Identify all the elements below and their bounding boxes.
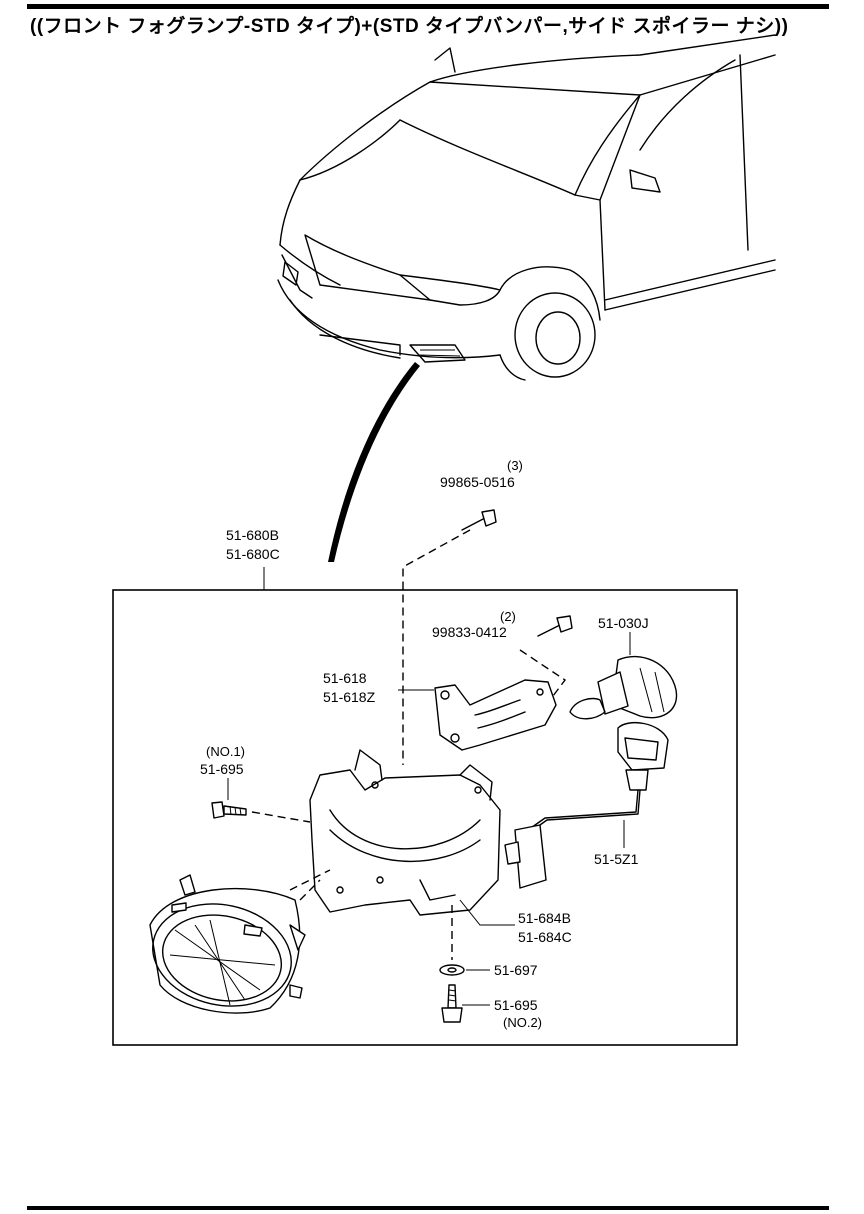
bolt-no2-icon xyxy=(441,984,463,1023)
diagram-header: ((フロント フォグランプ-STD タイプ)+(STD タイプバンパー,サイド … xyxy=(30,16,789,37)
bulb-part: 51-030J xyxy=(598,615,649,631)
screw-top-path xyxy=(402,529,471,765)
lamp-path xyxy=(289,869,331,891)
bulb-icon xyxy=(569,655,678,720)
bolt-no2-note: (NO.2) xyxy=(503,1015,542,1030)
screw-bracket-part: 99833-0412 xyxy=(432,624,507,640)
bottom-rule xyxy=(27,1206,829,1210)
washer-icon xyxy=(439,964,465,976)
bracket-icon xyxy=(434,679,557,751)
washer-part: 51-697 xyxy=(494,962,538,978)
housing-bracket-icon xyxy=(309,749,501,916)
lamp-path-2 xyxy=(299,879,321,901)
assembly-part-1: 51-680B xyxy=(226,527,279,543)
screw-top-part: 99865-0516 xyxy=(440,474,515,490)
screw-top-qty: (3) xyxy=(507,458,523,473)
socket-part: 51-5Z1 xyxy=(594,851,639,867)
bolt-no1-part: 51-695 xyxy=(200,761,244,777)
bolt-no1-note: (NO.1) xyxy=(206,744,245,759)
fog-lamp-icon xyxy=(149,874,306,1014)
housing-leader xyxy=(459,899,515,926)
socket-icon xyxy=(504,721,669,889)
bracket-part-2: 51-618Z xyxy=(323,689,376,705)
leader-sweep xyxy=(328,362,420,562)
bracket-part-1: 51-618 xyxy=(323,670,367,686)
car-illustration xyxy=(277,34,776,381)
bolt-no1-path xyxy=(251,811,311,823)
bolt-no1-icon xyxy=(211,801,247,819)
screw-top-icon xyxy=(461,509,497,531)
assembly-frame xyxy=(112,589,738,1046)
housing-part-1: 51-684B xyxy=(518,910,571,926)
screw-bracket-path xyxy=(519,649,567,721)
screw-bracket-qty: (2) xyxy=(500,609,516,624)
bolt-no2-part: 51-695 xyxy=(494,997,538,1013)
assembly-part-2: 51-680C xyxy=(226,546,280,562)
housing-part-2: 51-684C xyxy=(518,929,572,945)
top-rule xyxy=(27,4,829,9)
screw-bracket-icon xyxy=(537,615,573,637)
